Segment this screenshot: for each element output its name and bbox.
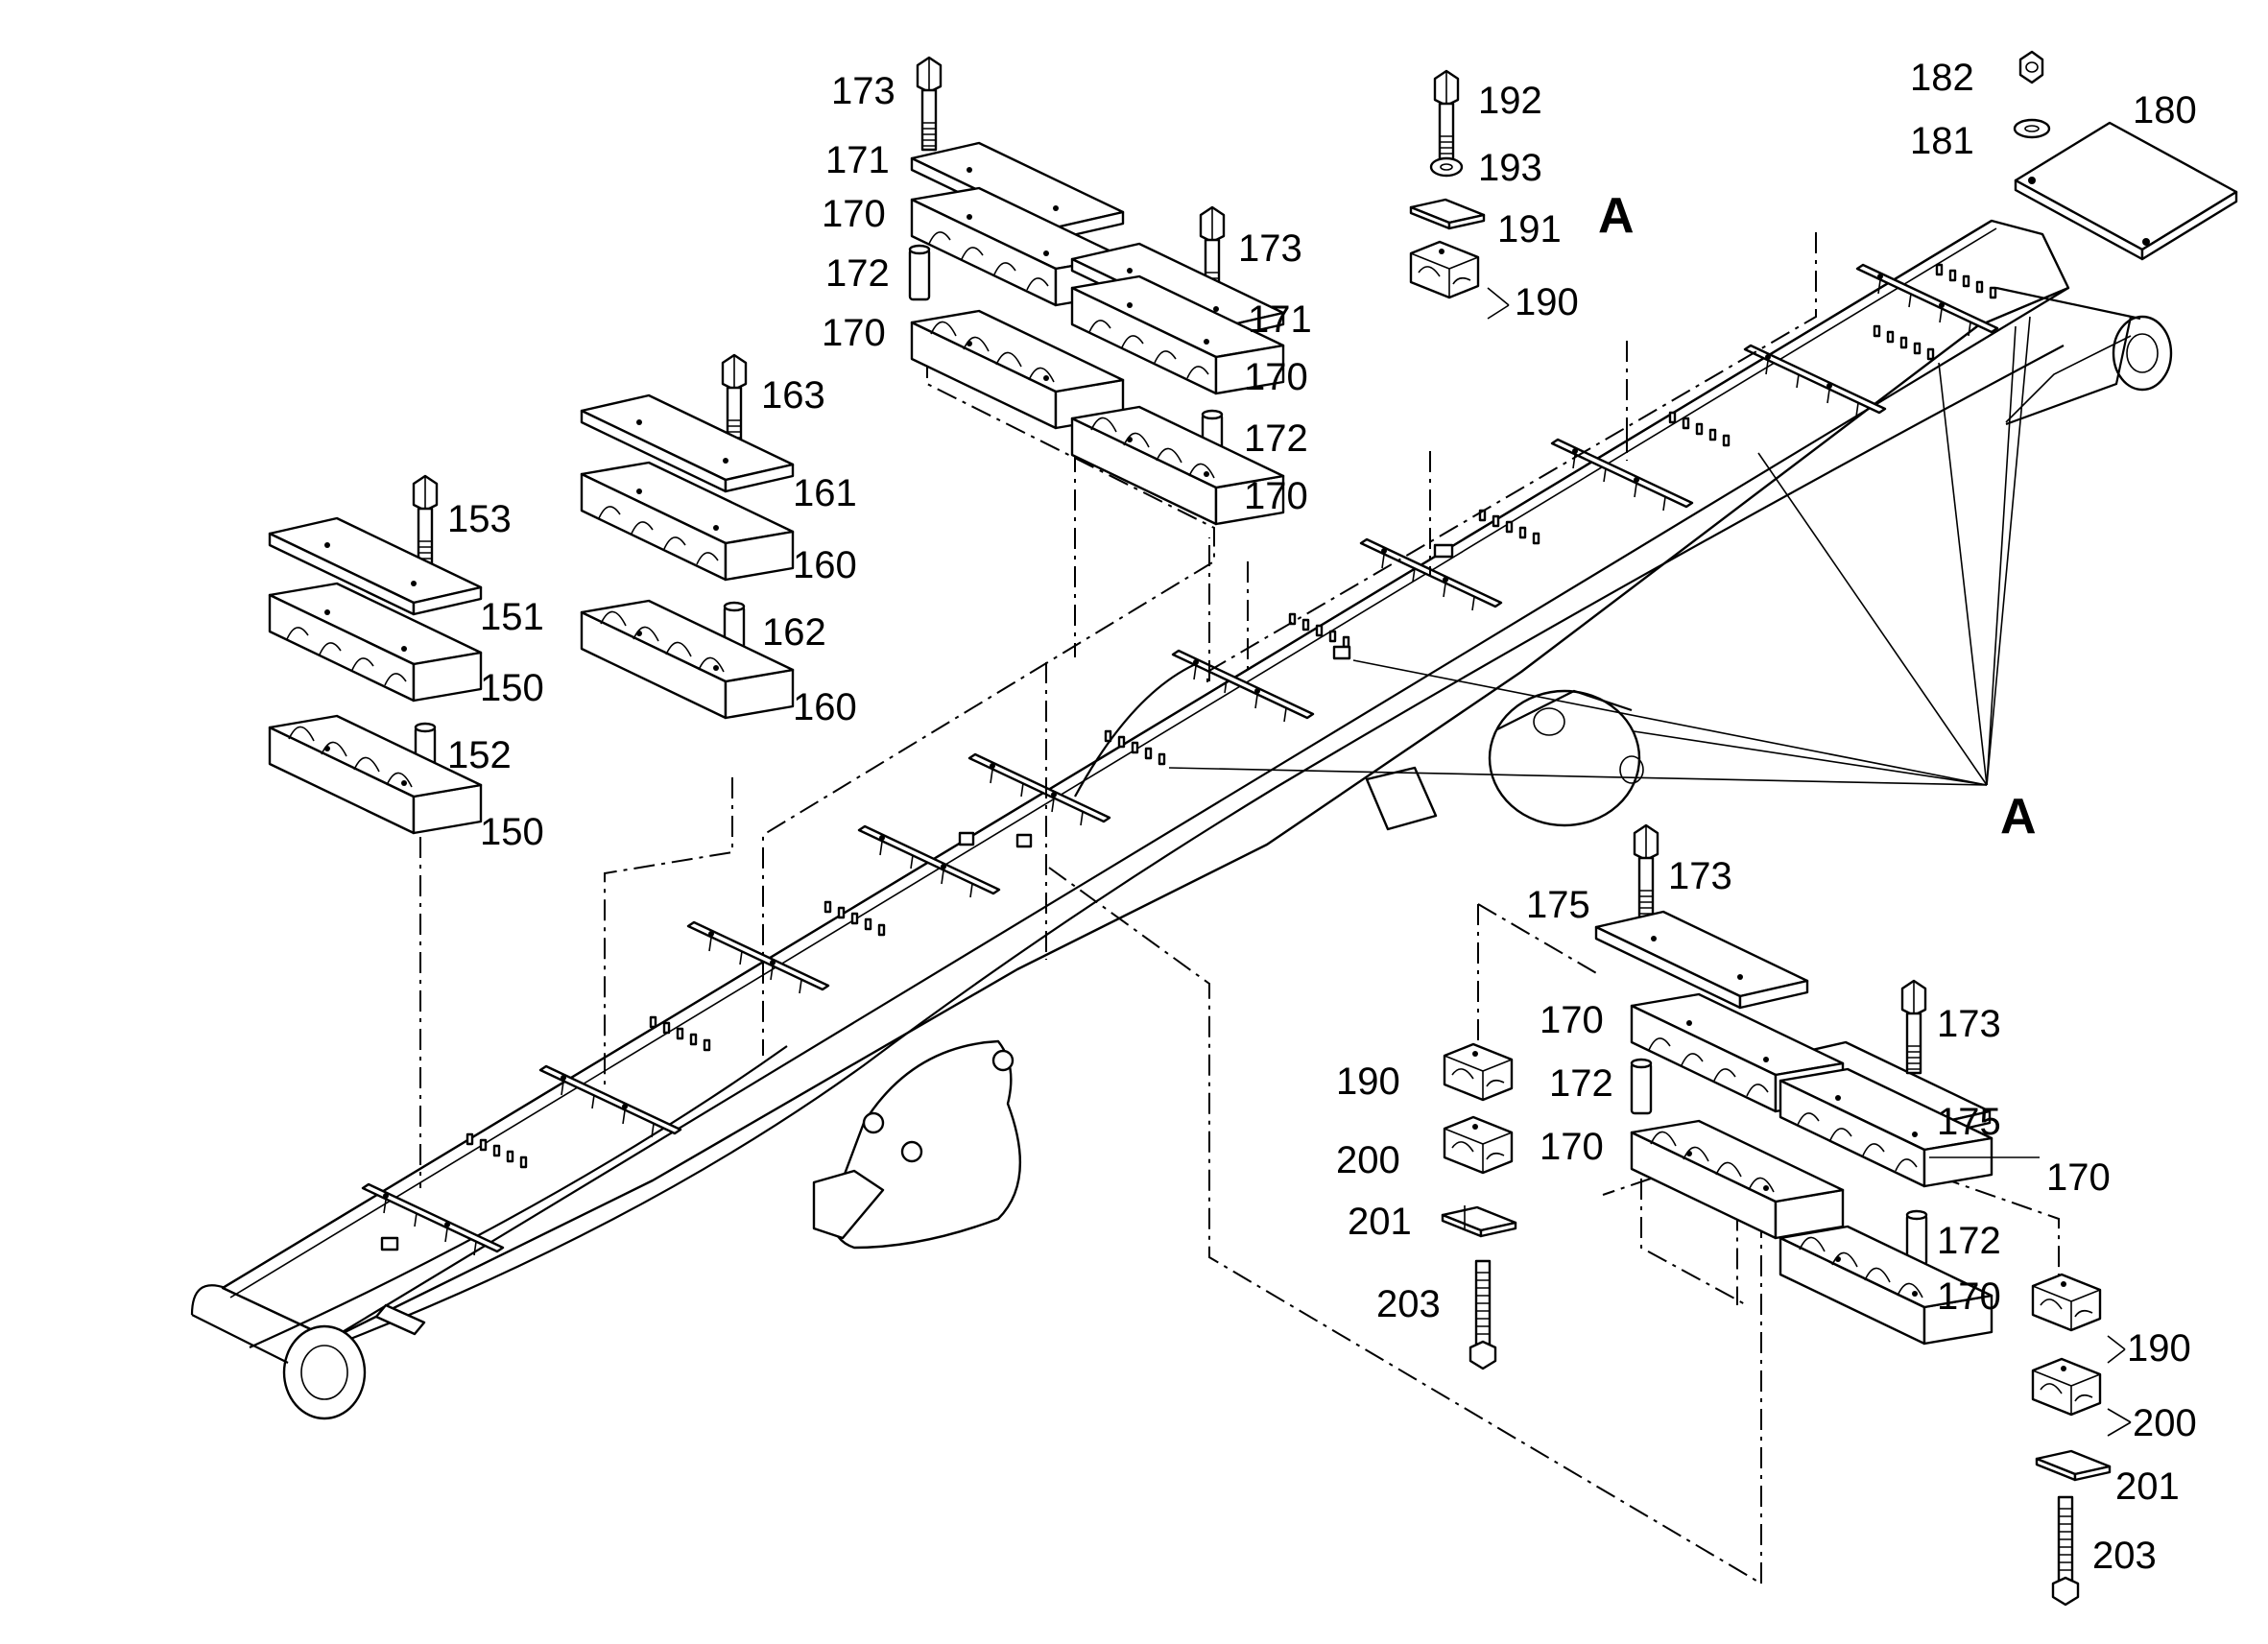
callout-151: 151 [480, 596, 544, 638]
callout-173-c: 173 [1668, 855, 1732, 897]
callout-170-a: 170 [822, 193, 886, 235]
callout-160-bottom: 160 [793, 686, 857, 728]
boom-fittings [361, 263, 1999, 1257]
clamp-group-190-lower-left [1441, 1042, 1517, 1370]
callout-150-top: 150 [480, 667, 544, 709]
callout-175-b: 175 [1937, 1101, 2001, 1143]
callout-201-lower-left: 201 [1348, 1201, 1412, 1243]
clamp-group-170-upper-left [908, 56, 1125, 430]
callout-171-b: 171 [1248, 298, 1312, 341]
boom-arm [190, 219, 2173, 1420]
detail-marker-top: A [1598, 188, 1635, 244]
callout-190-lower-left: 190 [1336, 1060, 1400, 1103]
assembly-lines [419, 232, 2060, 1584]
callout-162: 162 [762, 611, 826, 654]
callout-153: 153 [447, 498, 512, 540]
clamp-group-175-lower [1594, 823, 2040, 1346]
callout-171-a: 171 [825, 139, 890, 181]
callout-170-f: 170 [1540, 1126, 1604, 1168]
callout-182: 182 [1910, 57, 1974, 99]
callout-173-a: 173 [831, 70, 895, 112]
callout-191: 191 [1497, 208, 1562, 250]
callout-labels: 153 151 150 152 150 163 161 160 162 160 … [447, 57, 2197, 1577]
callout-160-top: 160 [793, 544, 857, 586]
clamp-group-190-top [1409, 69, 1486, 299]
callout-170-h: 170 [1937, 1275, 2001, 1318]
callout-175-a: 175 [1526, 884, 1590, 926]
callout-152: 152 [447, 734, 512, 776]
callout-170-e: 170 [1540, 999, 1604, 1041]
callout-150-bottom: 150 [480, 811, 544, 853]
callout-203-lower-left: 203 [1376, 1283, 1441, 1325]
callout-180: 180 [2133, 89, 2197, 131]
callout-163: 163 [761, 374, 825, 417]
label-leaders [1464, 287, 2132, 1437]
callout-170-b: 170 [822, 312, 886, 354]
callout-170-c: 170 [1244, 356, 1308, 398]
callout-161: 161 [793, 472, 857, 514]
callout-200-lower-right: 200 [2133, 1402, 2197, 1444]
callout-181: 181 [1910, 120, 1974, 162]
callout-172-b: 172 [1244, 417, 1308, 460]
callout-172-d: 172 [1937, 1220, 2001, 1262]
callout-193: 193 [1478, 147, 1542, 189]
callout-200-lower-left: 200 [1336, 1139, 1400, 1181]
detail-marker-ref: A [2000, 789, 2037, 845]
callout-201-lower-right: 201 [2115, 1465, 2180, 1508]
callout-203-lower-right: 203 [2092, 1535, 2157, 1577]
callout-172-a: 172 [825, 252, 890, 295]
callout-173-d: 173 [1937, 1003, 2001, 1045]
callout-190-top: 190 [1515, 281, 1579, 323]
callout-172-c: 172 [1549, 1062, 1613, 1105]
callout-170-g: 170 [2046, 1156, 2111, 1199]
callout-173-b: 173 [1238, 227, 1302, 270]
detail-a-leader-lines [1168, 316, 2031, 786]
callout-190-lower-right: 190 [2127, 1327, 2191, 1370]
callout-170-d: 170 [1244, 475, 1308, 517]
callout-192: 192 [1478, 80, 1542, 122]
cover-plate-180 [2013, 50, 2238, 261]
